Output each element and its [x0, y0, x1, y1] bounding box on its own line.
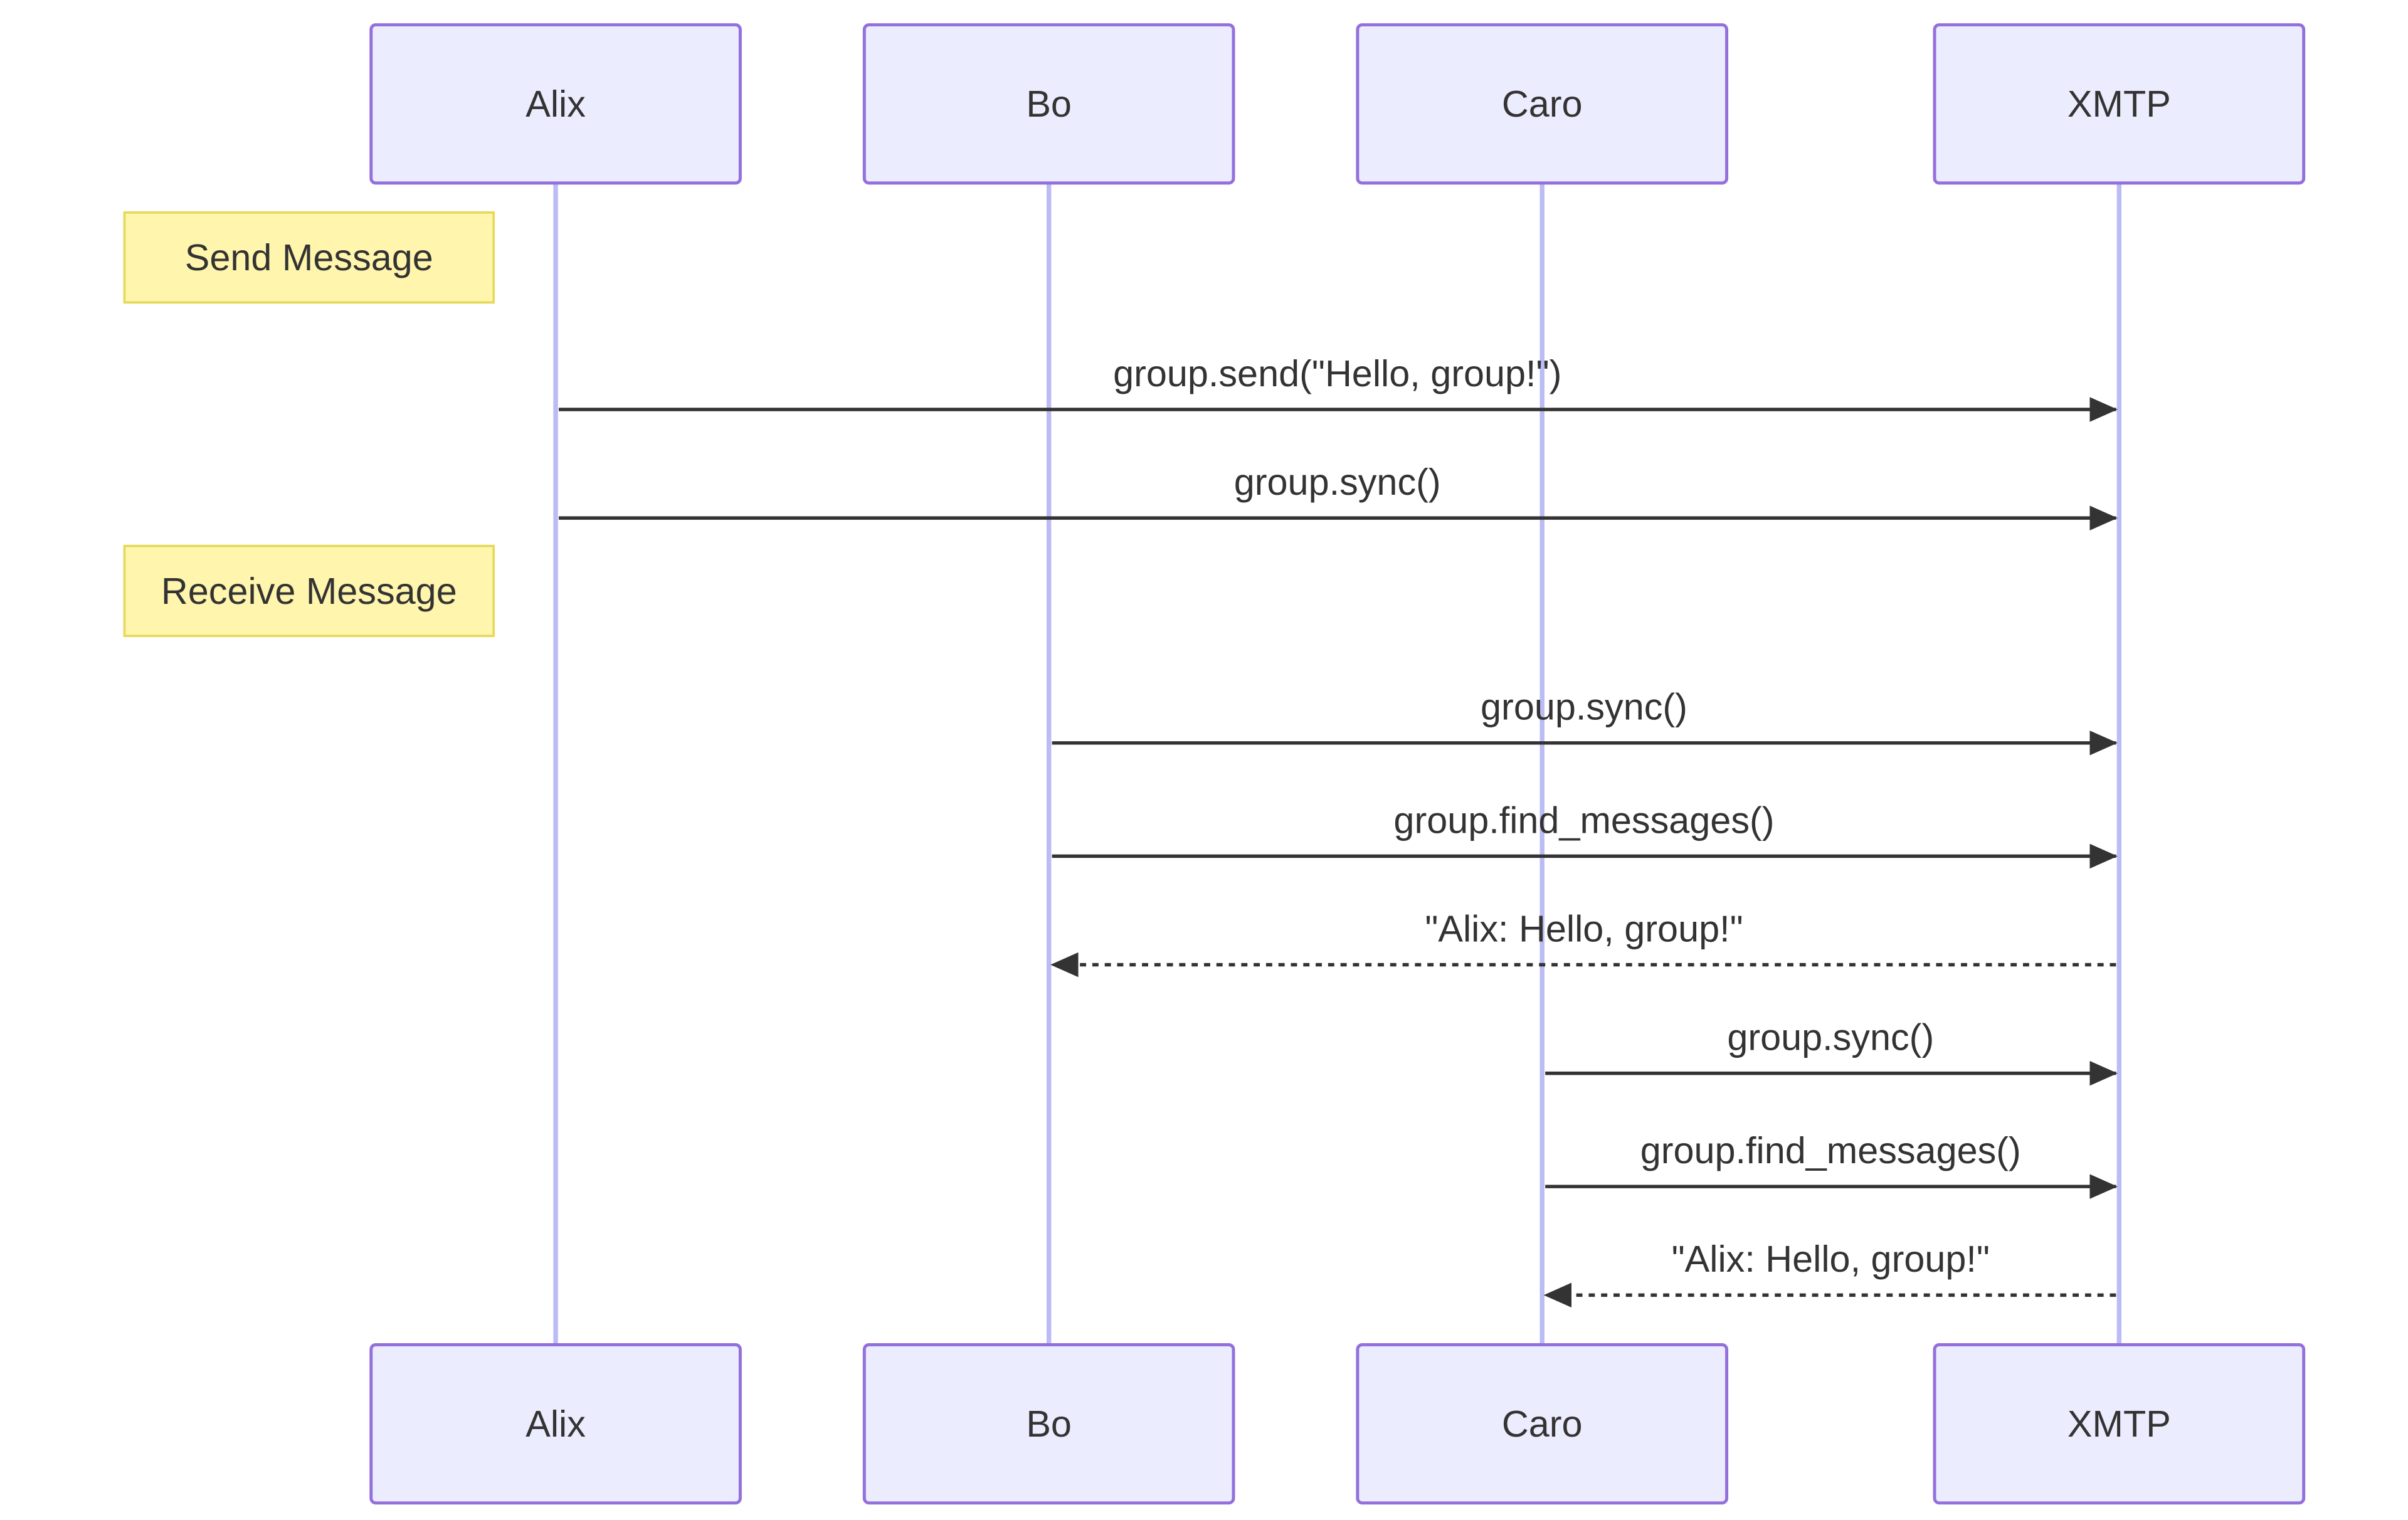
note-box	[123, 544, 495, 637]
actor-caro-top: Caro	[1356, 23, 1729, 185]
message-label: group.sync()	[1234, 461, 1441, 503]
message-label: group.sync()	[1481, 686, 1687, 728]
note: Send Message	[123, 211, 495, 304]
actor-box	[369, 1343, 742, 1505]
actor-alix-bottom: Alix	[369, 1343, 742, 1505]
actor-box	[862, 1343, 1235, 1505]
actor-label: Bo	[1026, 83, 1072, 125]
message-bo-to-xmtp: group.find_messages()	[1052, 799, 2118, 869]
message-alix-to-xmtp: group.send("Hello, group!")	[559, 352, 2118, 422]
actor-label: XMTP	[2067, 83, 2171, 125]
note-label: Send Message	[185, 236, 433, 278]
actor-caro-bottom: Caro	[1356, 1343, 1729, 1505]
message-label: group.send("Hello, group!")	[1113, 352, 1561, 394]
actor-box	[1356, 1343, 1729, 1505]
actor-label: Bo	[1026, 1403, 1072, 1445]
note-box	[123, 211, 495, 304]
actor-bo-top: Bo	[862, 23, 1235, 185]
message-label: group.find_messages()	[1640, 1129, 2021, 1171]
actor-label: Alix	[525, 1403, 586, 1445]
actor-alix-top: Alix	[369, 23, 742, 185]
message-xmtp-to-bo: "Alix: Hello, group!"	[1050, 907, 2116, 978]
message-label: "Alix: Hello, group!"	[1425, 907, 1743, 949]
actor-label: XMTP	[2067, 1403, 2171, 1445]
note-label: Receive Message	[161, 570, 457, 612]
message-alix-to-xmtp: group.sync()	[559, 461, 2118, 530]
message-bo-to-xmtp: group.sync()	[1052, 686, 2118, 756]
actor-box	[1933, 1343, 2306, 1505]
actor-box	[369, 23, 742, 185]
actor-xmtp-bottom: XMTP	[1933, 1343, 2306, 1505]
actor-label: Caro	[1502, 83, 1583, 125]
note: Receive Message	[123, 544, 495, 637]
message-xmtp-to-caro: "Alix: Hello, group!"	[1543, 1238, 2116, 1308]
message-label: "Alix: Hello, group!"	[1672, 1238, 1990, 1280]
message-label: group.find_messages()	[1393, 799, 1774, 841]
actor-bo-bottom: Bo	[862, 1343, 1235, 1505]
message-caro-to-xmtp: group.sync()	[1545, 1016, 2118, 1086]
actor-label: Alix	[525, 83, 586, 125]
actor-box	[1356, 23, 1729, 185]
message-caro-to-xmtp: group.find_messages()	[1545, 1129, 2118, 1199]
message-label: group.sync()	[1727, 1016, 1934, 1058]
actor-box	[862, 23, 1235, 185]
actor-label: Caro	[1502, 1403, 1583, 1445]
actor-box	[1933, 23, 2306, 185]
actor-xmtp-top: XMTP	[1933, 23, 2306, 185]
